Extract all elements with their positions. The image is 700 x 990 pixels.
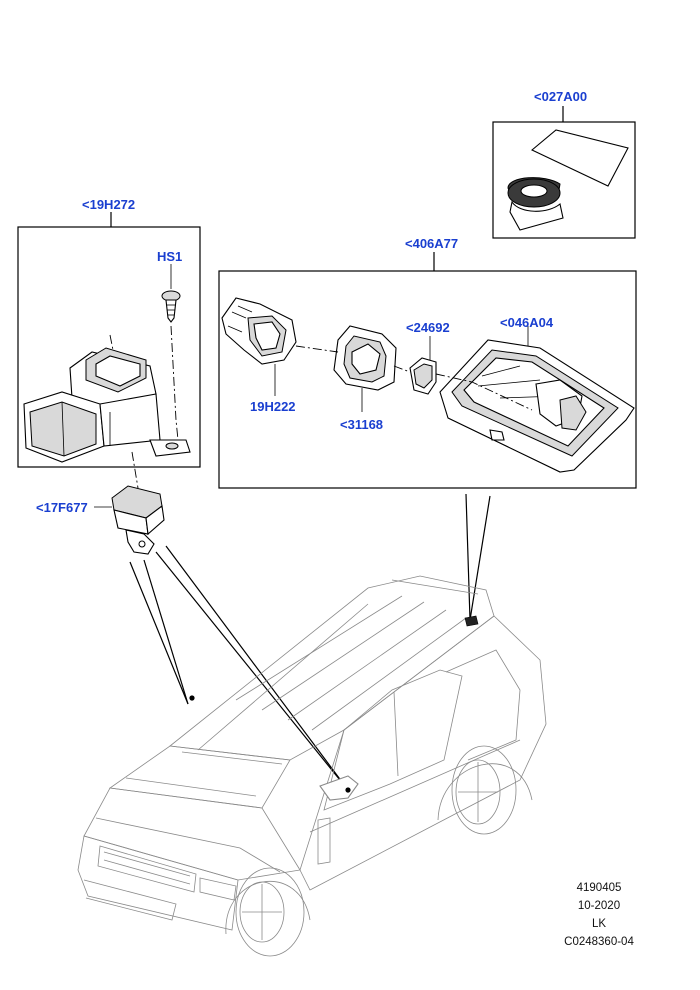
callout-31168[interactable]: <31168 [340,417,383,432]
footer-line-2: 10-2020 [578,900,620,912]
group-027A00 [492,106,636,239]
drawing-info: 4190405 10-2020 LK C0248360-04 [564,882,634,948]
sensor-housing [23,347,191,463]
footer-line-3: LK [592,918,606,930]
part-31168 [333,325,397,412]
leader-lines [129,493,491,791]
part-19H222 [221,297,297,396]
box-406A77 [218,270,637,489]
part-046A04 [439,326,635,473]
part-24692 [409,336,437,395]
adhesive-sheet [530,129,629,187]
callout-027A00[interactable]: <027A00 [534,89,587,104]
callout-19H222[interactable]: 19H222 [250,399,296,414]
vehicle-outline [77,575,547,957]
callout-046A04[interactable]: <046A04 [500,315,554,330]
callout-406A77[interactable]: <406A77 [405,236,458,251]
tape-roll [507,177,564,231]
part-17F677 [111,451,165,555]
screw-hs1 [161,290,181,323]
group-406A77 [218,252,637,489]
callout-hs1[interactable]: HS1 [157,249,182,264]
box-19H272 [17,226,201,468]
callout-17F677[interactable]: <17F677 [36,500,88,515]
callout-24692[interactable]: <24692 [406,320,450,335]
footer-line-1: 4190405 [577,882,622,894]
group-19H272 [17,212,201,468]
footer-line-4: C0248360-04 [564,936,634,948]
callout-19H272[interactable]: <19H272 [82,197,135,212]
box-027A00 [492,121,636,239]
